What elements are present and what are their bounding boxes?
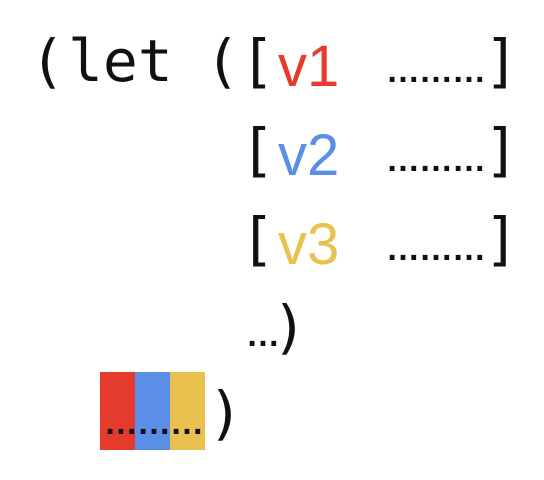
- bindings-open-paren: (: [205, 27, 240, 95]
- more-bindings-ellipsis: …: [246, 316, 280, 354]
- binding-1-value: ………: [386, 52, 486, 90]
- binding-3-value: ………: [386, 230, 486, 268]
- let-open-paren: (: [30, 27, 65, 95]
- binding-3-close-bracket: ]: [484, 205, 519, 273]
- binding-1-var: v1: [278, 34, 340, 99]
- binding-3-open-bracket: [: [240, 205, 275, 273]
- body-color-yellow: [170, 372, 205, 450]
- binding-1-close-bracket: ]: [484, 27, 519, 95]
- binding-3-var: v3: [278, 212, 340, 277]
- body-color-blue: [135, 372, 170, 450]
- binding-1-open-bracket: [: [240, 27, 275, 95]
- let-body: ………: [104, 404, 204, 442]
- bindings-close-paren: ): [272, 293, 307, 361]
- body-color-red: [100, 372, 135, 450]
- let-keyword: let: [68, 27, 173, 95]
- binding-2-value: ………: [386, 141, 486, 179]
- binding-2-var: v2: [278, 123, 340, 188]
- binding-2-close-bracket: ]: [484, 116, 519, 184]
- let-close-paren: ): [208, 379, 243, 447]
- binding-2-open-bracket: [: [240, 116, 275, 184]
